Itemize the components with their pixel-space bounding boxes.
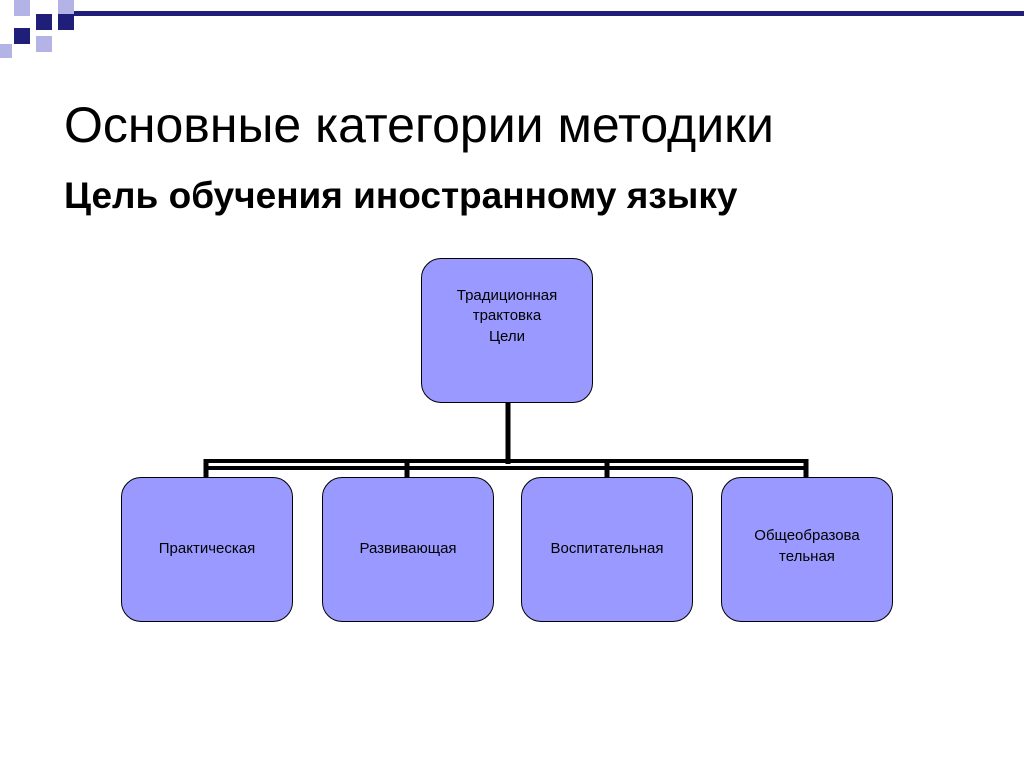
deco-square-2 [58, 0, 74, 16]
deco-square-1 [14, 0, 30, 16]
diagram-node-educational: Воспитательная [521, 477, 693, 622]
deco-square-3 [36, 14, 52, 30]
deco-square-4 [58, 14, 74, 30]
node-root-label: Традиционная трактовка Цели [456, 287, 558, 345]
slide-title: Основные категории методики [64, 97, 774, 153]
diagram-node-developing: Развивающая [322, 477, 494, 622]
slide-subtitle: Цель обучения иностранному языку [64, 175, 738, 216]
diagram-node-practical: Практическая [121, 477, 293, 622]
deco-square-5 [14, 28, 30, 44]
diagram-node-general-education: Общеобразова тельная [721, 477, 893, 622]
node-practical-label: Практическая [158, 540, 256, 558]
node-general-education-label: Общеобразова тельная [754, 527, 860, 565]
deco-rule [74, 11, 1024, 16]
slide-decoration [0, 0, 1024, 58]
node-educational-label: Воспитательная [550, 540, 664, 558]
deco-square-7 [0, 44, 12, 58]
deco-square-6 [36, 36, 52, 52]
node-developing-label: Развивающая [359, 540, 457, 558]
diagram-node-root: Традиционная трактовка Цели [421, 258, 593, 403]
